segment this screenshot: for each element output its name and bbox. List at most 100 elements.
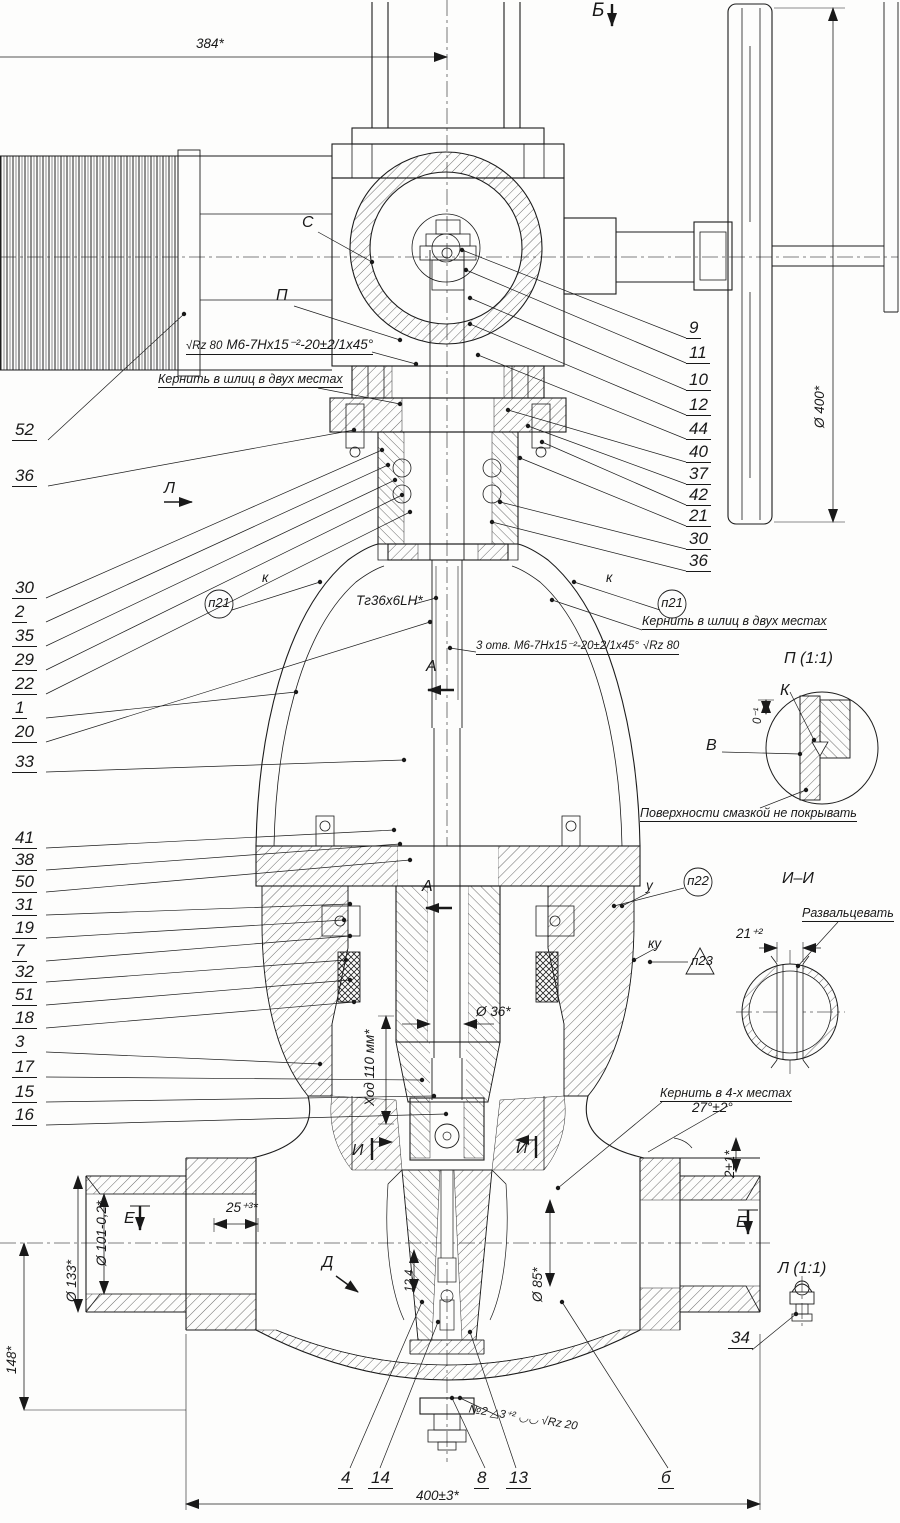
- dim-angle-27: 27°±2°: [692, 1100, 733, 1115]
- callout-10: 10: [686, 370, 711, 392]
- protection-tube: [0, 149, 332, 377]
- view-d-label: Д: [322, 1254, 334, 1271]
- dimension-lines: [0, 6, 845, 1510]
- note-flare: Развальцевать: [802, 906, 894, 922]
- view-arrow-l-label: Л: [164, 480, 175, 497]
- callout-21: 21: [686, 506, 711, 528]
- lower-body: [85, 1095, 761, 1451]
- callout-2: 2: [12, 602, 28, 624]
- callout-22: 22: [12, 674, 37, 696]
- thread-spec-m6: М6-7Нх15⁻²-20±2/1х45°: [226, 337, 374, 352]
- surface-finish-rz80: √Rz 80: [186, 340, 223, 352]
- detail-views: [204, 589, 879, 1322]
- callout-31: 31: [12, 895, 37, 917]
- mark-K-label: К: [780, 682, 790, 699]
- mark-k-left: к: [262, 570, 269, 585]
- leader-lines: [45, 231, 839, 1469]
- callout-1: 1: [12, 698, 28, 720]
- dim-85: Ø 85*: [530, 1267, 545, 1302]
- position-balloons: [204, 589, 715, 975]
- callout-33: 33: [12, 752, 37, 774]
- balloon-p21-left: п21: [208, 595, 230, 610]
- body-dome: [255, 543, 641, 847]
- dim-0-minus1: 0⁻¹: [752, 707, 764, 724]
- dim-12-4: 12.4: [404, 1269, 416, 1292]
- balloon-p21-right: п21: [661, 595, 683, 610]
- hatching: [0, 152, 851, 1381]
- handwheel-drive: [563, 2, 899, 525]
- callout-36-right: 36: [686, 551, 711, 573]
- white-masks: [398, 846, 803, 1258]
- callout-40: 40: [686, 442, 711, 464]
- callout-30: 30: [12, 578, 37, 600]
- callout-16: 16: [12, 1105, 37, 1127]
- bonnet-stack: [329, 365, 567, 561]
- callout-11: 11: [686, 343, 710, 365]
- surface-finish-rz80-2: √Rz 80: [642, 640, 680, 652]
- callout-51: 51: [12, 985, 37, 1007]
- note-kernit4: Кернить в 4-х местах: [660, 1086, 792, 1102]
- callout-44: 44: [686, 419, 711, 441]
- callout-20: 20: [12, 722, 37, 744]
- dim-stroke-110: Ход 110 мм*: [362, 1029, 377, 1106]
- dim-wheel-400: Ø 400*: [812, 385, 827, 428]
- callout-12: 12: [686, 395, 711, 417]
- dim-21: 21⁺²: [736, 926, 763, 941]
- valve-stem: [429, 250, 465, 1100]
- callout-17: 17: [12, 1057, 37, 1079]
- detail-callout-s: С: [302, 214, 314, 231]
- thread-note-top: √Rz 80 М6-7Нх15⁻²-20±2/1х45°: [186, 337, 374, 355]
- callout-41: 41: [12, 828, 37, 850]
- callout-30-right: 30: [686, 529, 711, 551]
- weld-mark-ku: ку: [648, 936, 662, 951]
- mark-k-right: к: [606, 570, 613, 585]
- section-a-bottom-label: А: [422, 878, 433, 895]
- section-a-top-label: А: [426, 658, 437, 675]
- dim-36: Ø 36*: [476, 1004, 511, 1019]
- balloon-p23: п23: [691, 953, 713, 968]
- note-kernit-shlits-left: Кернить в шлиц в двух местах: [158, 372, 343, 388]
- detail-p-view: [721, 691, 879, 805]
- detail-callout-p: П: [276, 287, 288, 304]
- section-marks: [130, 4, 758, 1293]
- callout-29: 29: [12, 650, 37, 672]
- section-e-left-label: Е: [124, 1210, 135, 1227]
- section-e-right-label: Е: [736, 1214, 747, 1231]
- callout-42: 42: [686, 485, 711, 507]
- callout-36-upper: 36: [12, 466, 37, 488]
- valve-geometry: [0, 2, 899, 1451]
- callout-32: 32: [12, 962, 37, 984]
- view-arrow-b-label: Б: [592, 0, 605, 21]
- dim-148: 148*: [4, 1346, 19, 1374]
- callout-3: 3: [12, 1032, 28, 1054]
- callout-9: 9: [686, 318, 702, 340]
- dim-25: 25⁺³*: [226, 1200, 258, 1215]
- callout-7: 7: [12, 941, 28, 963]
- callout-19: 19: [12, 918, 37, 940]
- callout-50: 50: [12, 872, 37, 894]
- callout-35: 35: [12, 626, 37, 648]
- section-i-left-label: И: [352, 1142, 364, 1159]
- detail-l-view: [789, 1280, 815, 1322]
- section-i-right-label: И: [516, 1140, 528, 1157]
- dim-133: Ø 133*: [64, 1259, 79, 1302]
- callout-4: 4: [338, 1468, 354, 1490]
- callout-13: 13: [506, 1468, 531, 1490]
- balloon-p22: п22: [687, 873, 709, 888]
- handwheel-rim: [727, 3, 773, 525]
- note-no-grease: Поверхности смазкой не покрывать: [640, 806, 857, 822]
- section-ii-title: И–И: [782, 870, 814, 887]
- callout-8: 8: [474, 1468, 490, 1490]
- trap-thread-note: Тг36х6LH*: [356, 593, 423, 608]
- thread-note-3otv: 3 отв. М6-7Нх15⁻²-20±2/1х45° √Rz 80: [476, 640, 680, 655]
- detail-p-title: П (1:1): [784, 650, 833, 667]
- dim-101: Ø 101-0,2*: [94, 1200, 109, 1266]
- dim-384: 384*: [196, 36, 224, 51]
- callout-34: 34: [728, 1328, 753, 1350]
- dim-400pm3: 400±3*: [416, 1488, 459, 1503]
- callout-18: 18: [12, 1008, 37, 1030]
- detail-l-title: Л (1:1): [778, 1260, 827, 1277]
- weld-mark-u: у: [646, 878, 653, 893]
